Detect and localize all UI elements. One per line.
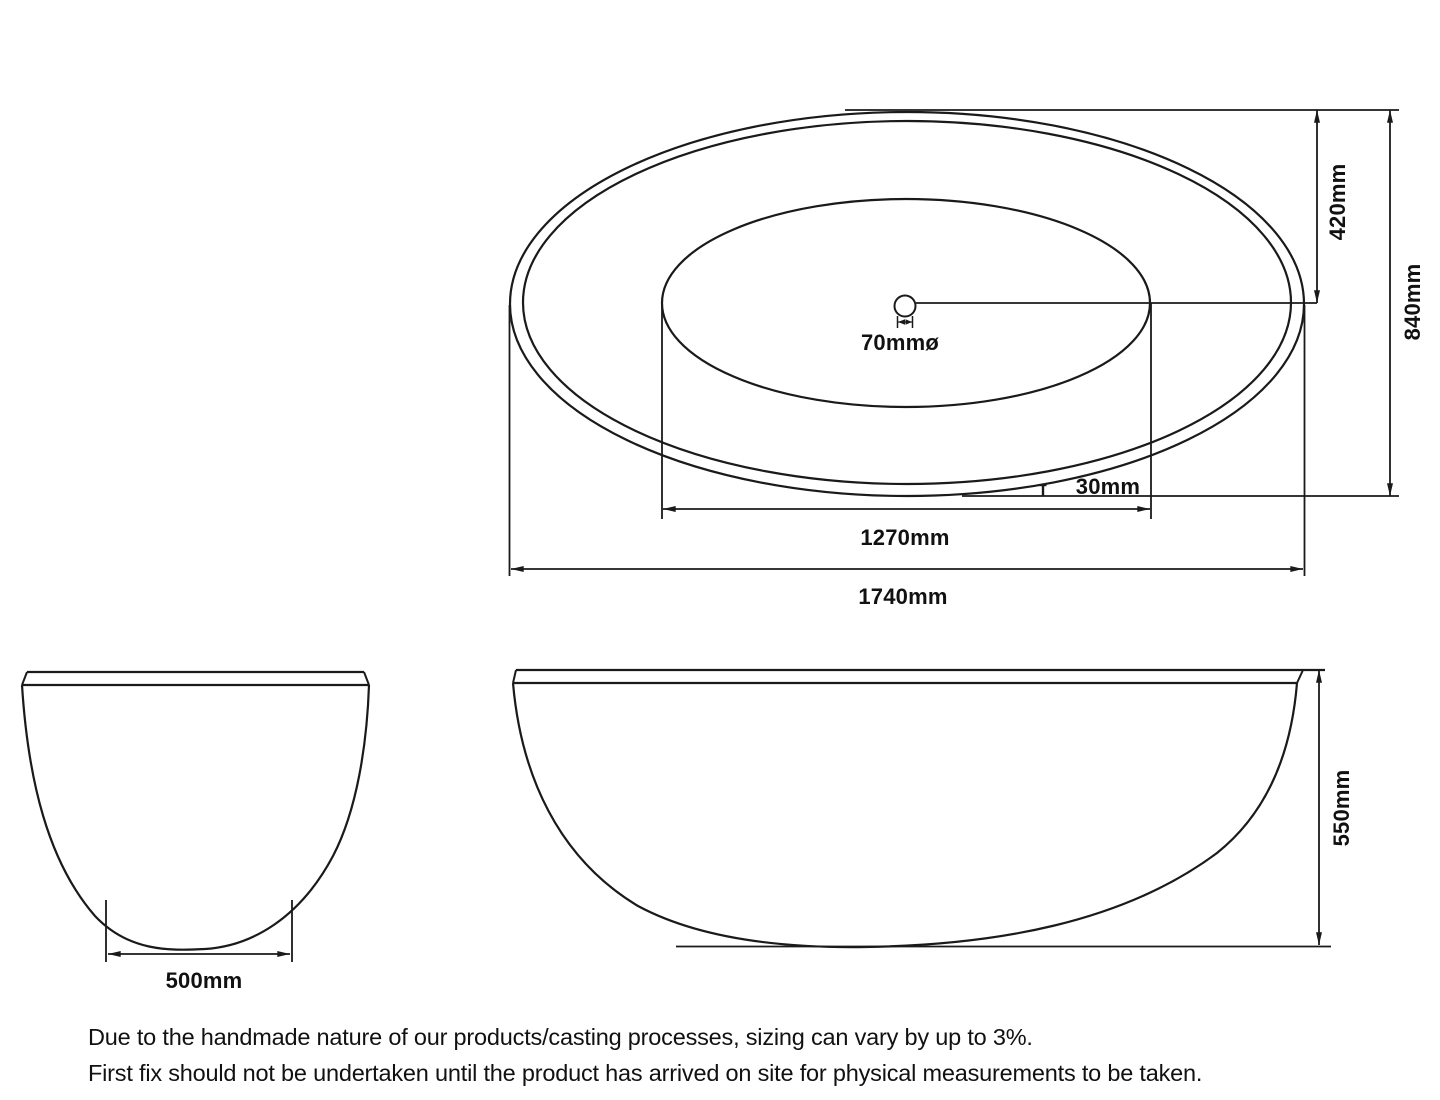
footnotes: Due to the handmade nature of our produc…	[88, 1020, 1202, 1091]
end-view	[20, 670, 371, 962]
dim-label-840: 840mm	[1400, 263, 1425, 341]
side-rim-bevels	[512, 669, 1304, 684]
plan-view	[508, 109, 1399, 576]
dim-label-30: 30mm	[1075, 474, 1141, 499]
ext-lines-500	[105, 900, 293, 962]
dim-label-500: 500mm	[165, 968, 243, 993]
drain-circle	[893, 294, 917, 318]
dim-label-1740: 1740mm	[858, 584, 948, 609]
footnote-line-2: First fix should not be undertaken until…	[88, 1059, 1203, 1086]
drain-extension-lines	[896, 316, 914, 328]
end-body-outline	[20, 684, 371, 951]
end-rim-bevels	[21, 671, 370, 686]
footnote-line-1: Due to the handmade nature of our produc…	[88, 1024, 1033, 1050]
dim-label-70: 70mmø	[860, 330, 940, 355]
dim-label-1270: 1270mm	[860, 525, 950, 550]
side-body-outline	[511, 682, 1299, 949]
side-view	[511, 668, 1331, 949]
dim-label-420: 420mm	[1325, 163, 1350, 241]
dim-label-550: 550mm	[1329, 769, 1354, 847]
plan-outer-rim-ellipse	[508, 110, 1306, 498]
drain-dim-arrows	[898, 319, 912, 325]
